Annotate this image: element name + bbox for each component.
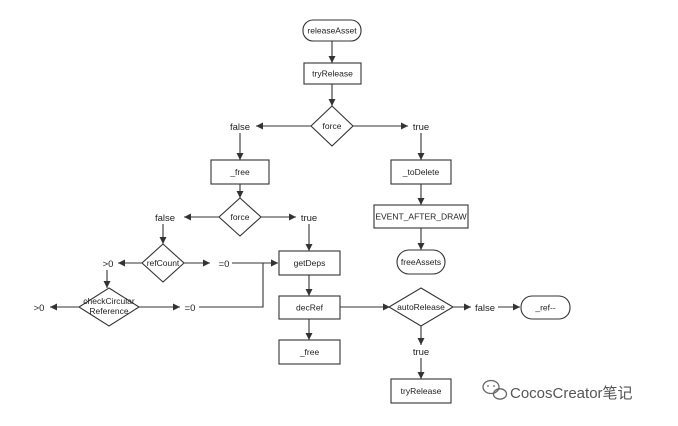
node-getdeps: getDeps xyxy=(278,250,341,276)
label-refcount-eq0: =0 xyxy=(219,259,230,270)
node-freeassets-label: freeAssets xyxy=(401,257,441,267)
node-releaseasset: releaseAsset xyxy=(302,19,362,42)
node-tryrelease-top-label: tryRelease xyxy=(312,69,353,79)
wechat-icon xyxy=(482,379,508,400)
label-circular-gt0: >0 xyxy=(34,303,45,314)
node-checkcircular-label-2: Reference xyxy=(89,306,128,316)
node-releaseasset-label: releaseAsset xyxy=(307,26,357,36)
node-autorelease-label: autoRelease xyxy=(397,302,445,312)
edges xyxy=(50,41,520,379)
node-decref-label: decRef xyxy=(296,303,324,313)
node-ref-minus: _ref-- xyxy=(520,295,571,320)
node-freeassets: freeAssets xyxy=(396,249,446,275)
node-todelete: _toDelete xyxy=(390,159,452,185)
watermark: CocosCreator笔记 xyxy=(482,379,633,402)
label-refcount-gt0: >0 xyxy=(103,259,114,270)
node-tryrelease-bottom-label: tryRelease xyxy=(401,386,442,396)
node-event-after-draw-label: EVENT_AFTER_DRAW xyxy=(375,212,466,222)
node-event-after-draw: EVENT_AFTER_DRAW xyxy=(373,204,469,229)
watermark-text: CocosCreator笔记 xyxy=(510,385,633,402)
label-circular-eq0: =0 xyxy=(185,303,196,314)
node-tryrelease-bottom: tryRelease xyxy=(390,378,452,404)
node-force-top: force xyxy=(310,105,354,147)
node-force-mid-label: force xyxy=(231,212,250,222)
label-force-mid-true: true xyxy=(301,213,317,224)
node-free-bottom: _free xyxy=(278,339,341,365)
label-force-mid-false: false xyxy=(155,213,175,224)
label-autorelease-false: false xyxy=(475,303,495,314)
edge-circular-eq0-getdeps xyxy=(199,259,278,308)
label-autorelease-true: true xyxy=(413,347,429,358)
node-refcount: refCount xyxy=(141,243,185,283)
node-free-left: _free xyxy=(210,159,270,185)
node-free-left-label: _free xyxy=(229,167,250,177)
node-free-bottom-label: _free xyxy=(299,347,320,357)
node-decref: decRef xyxy=(278,295,341,320)
node-checkcircular: checkCircular Reference xyxy=(77,287,141,327)
node-force-top-label: force xyxy=(323,121,342,131)
label-force-top-false: false xyxy=(230,122,250,133)
node-tryrelease-top: tryRelease xyxy=(303,62,362,85)
node-refcount-label: refCount xyxy=(147,258,180,268)
node-autorelease: autoRelease xyxy=(387,287,455,327)
node-getdeps-label: getDeps xyxy=(294,258,326,268)
node-force-mid: force xyxy=(218,197,262,237)
node-ref-minus-label: _ref-- xyxy=(534,303,555,313)
edge-labels: false true false true >0 =0 >0 =0 false … xyxy=(34,122,495,358)
node-todelete-label: _toDelete xyxy=(402,167,440,177)
node-checkcircular-label-1: checkCircular xyxy=(83,296,135,306)
label-force-top-true: true xyxy=(413,122,429,133)
